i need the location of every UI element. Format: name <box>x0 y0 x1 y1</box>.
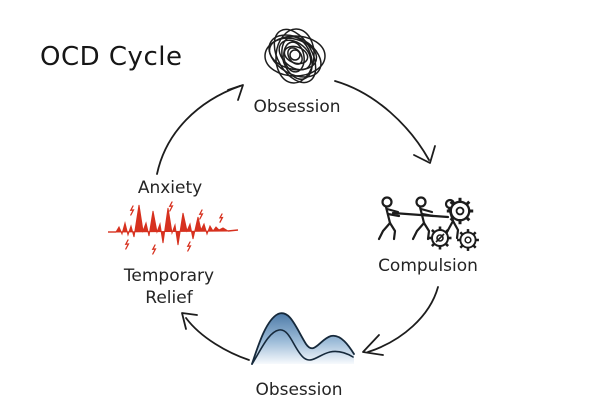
arrow-obsession-to-compulsion <box>334 80 436 164</box>
arrow-compulsion-to-obsession <box>362 286 439 356</box>
blue-wave-icon <box>251 312 355 365</box>
arrow-anxiety-to-obsession <box>156 84 244 175</box>
compulsion-label: Compulsion <box>378 256 478 276</box>
people-pushing-gears-icon <box>377 196 481 253</box>
lightning-bolt-icons <box>124 201 224 255</box>
page-title: OCD Cycle <box>40 42 183 72</box>
temporary-relief-label: Temporary Relief <box>123 266 215 308</box>
tangled-scribble-icon <box>264 28 326 84</box>
red-spike-waveform-icon <box>108 201 239 255</box>
anxiety-label: Anxiety <box>137 178 203 198</box>
obsession-top-label: Obsession <box>253 97 341 117</box>
obsession-bottom-label: Obsession <box>255 380 343 400</box>
arrow-obsession-to-relief <box>181 312 250 361</box>
